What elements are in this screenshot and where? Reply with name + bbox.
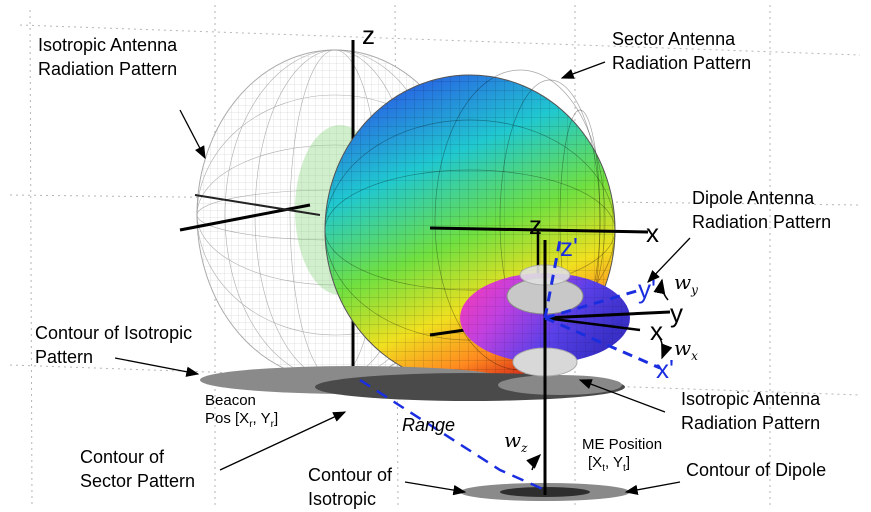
dipole-title-line1: Dipole Antenna <box>692 188 815 208</box>
contour-isotropic-label-line2: Pattern <box>35 347 94 367</box>
x-axis-label-mid: x <box>646 218 659 248</box>
isotropic-title-line2: Radiation Pattern <box>38 59 178 79</box>
w-z-label: wz <box>504 430 527 458</box>
beacon-sub-r: r <box>249 419 253 430</box>
w-x-sub: x <box>691 349 698 363</box>
w-y-base: w <box>674 270 692 294</box>
w-y-sub: y <box>691 283 698 297</box>
contour-isotropic-label-line1: Contour of Isotropic <box>35 323 193 343</box>
z-prime-label: z' <box>560 232 578 262</box>
w-z-sub: z <box>521 441 528 455</box>
x-axis-label: x <box>650 316 663 346</box>
contour-dipole-label: Contour of Dipole <box>686 460 827 480</box>
range-line <box>359 378 546 492</box>
contour-iso-bottom-line2: Isotropic <box>308 489 377 509</box>
beacon-mid-text: , Y <box>252 410 271 427</box>
sector-title-line2: Radiation Pattern <box>612 53 752 73</box>
rotation-arrows <box>526 278 673 471</box>
sector-title-line1: Sector Antenna <box>612 29 736 49</box>
me-position-line1: ME Position <box>582 436 663 453</box>
contour-sector-line1: Contour of <box>80 447 165 467</box>
me-mid-text: , Y <box>604 454 624 471</box>
z-axis-label-mid: z <box>529 210 542 240</box>
isotropic-antenna2-line1: Isotropic Antenna <box>681 389 821 409</box>
beacon-label-line1: Beacon <box>205 392 256 409</box>
x-prime-label: x' <box>656 354 674 384</box>
dipole-title-line2: Radiation Pattern <box>692 212 832 232</box>
me-pos-text: [X <box>588 454 603 471</box>
z-axis-label-top: z <box>362 20 375 50</box>
background-grid <box>9 4 861 506</box>
beacon-end-text: ] <box>273 410 279 427</box>
contour-isotropic-shadow-2 <box>498 375 622 395</box>
y-prime-label: y' <box>638 274 656 304</box>
contour-sector-line2: Sector Pattern <box>80 471 196 491</box>
range-label: Range <box>402 415 456 435</box>
beacon-pos-text: Pos [X <box>205 410 250 427</box>
dipole-y-axis <box>544 310 671 320</box>
prime-axes <box>543 239 661 370</box>
me-sub-t: t <box>602 463 605 474</box>
w-z-base: w <box>504 428 522 452</box>
me-end-text: ] <box>625 454 630 471</box>
y-axis-label: y <box>670 298 683 328</box>
beacon-label-line2: Pos [Xr, Yr] <box>205 410 278 434</box>
me-position-line2: [Xt, Yt] <box>588 454 630 478</box>
me-sub-t2: t <box>623 463 626 474</box>
beacon-sub-r2: r <box>270 419 274 430</box>
leader-arrows <box>114 61 691 496</box>
isotropic-title-line1: Isotropic Antenna <box>38 35 178 55</box>
isotropic-antenna2-line2: Radiation Pattern <box>681 413 821 433</box>
w-y-label: wy <box>674 272 698 300</box>
contour-iso-bottom-line1: Contour of <box>308 465 393 485</box>
w-x-base: w <box>674 336 692 360</box>
isotropic-y-axis <box>194 194 321 216</box>
w-x-label: wx <box>674 338 698 366</box>
dipole-x-axis <box>544 316 641 332</box>
